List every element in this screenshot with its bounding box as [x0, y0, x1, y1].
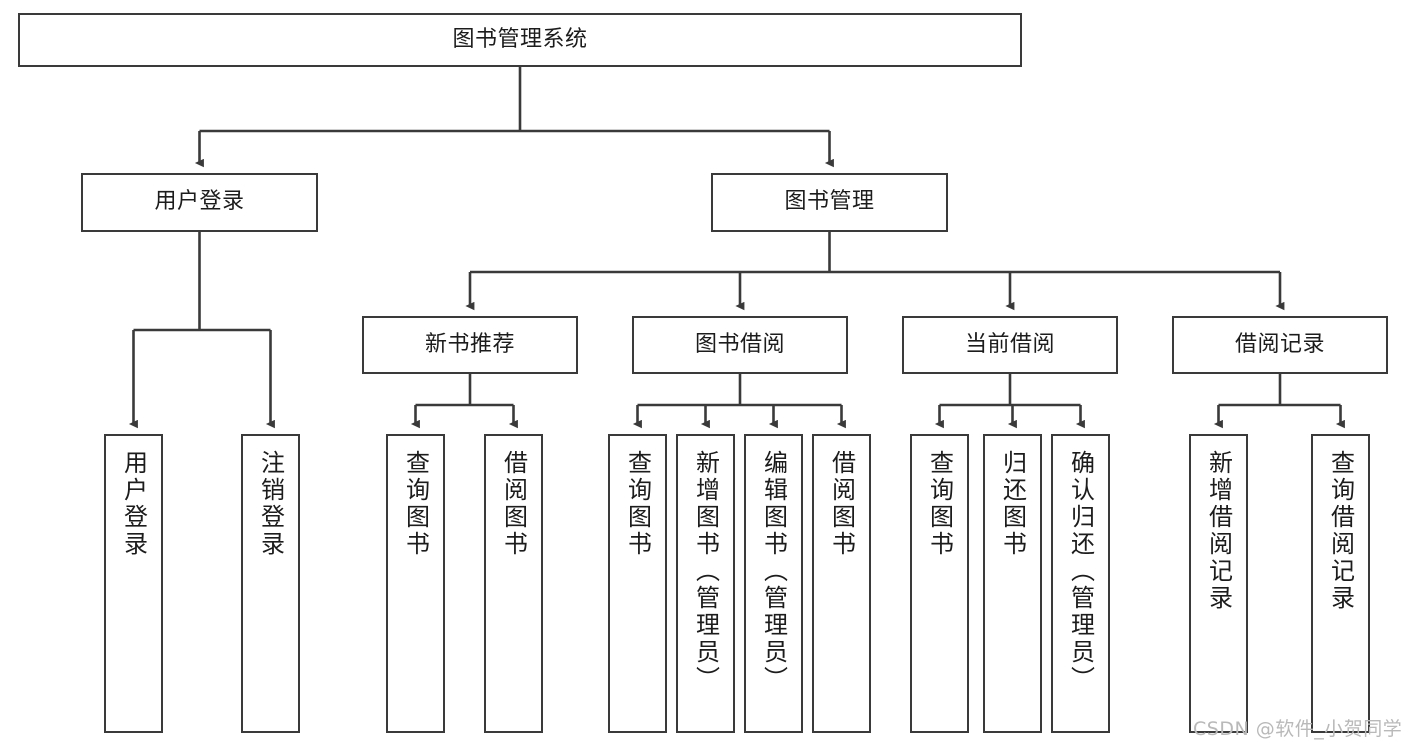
node-user-login-label: 用户登录 [154, 189, 245, 215]
node-book-borrow-label: 图书借阅 [694, 331, 785, 357]
leaf-edit-book-admin-label: 编辑图书（管理员） [759, 450, 788, 693]
leaf-borrow-book-recommend[interactable]: 借阅图书 [484, 434, 543, 733]
node-root[interactable]: 图书管理系统 [18, 13, 1022, 67]
leaf-logout-login-label: 注销登录 [256, 450, 285, 558]
node-book-management-label: 图书管理 [784, 189, 875, 215]
node-borrow-records-label: 借阅记录 [1234, 331, 1325, 357]
leaf-confirm-return-admin-label: 确认归还（管理员） [1066, 450, 1095, 693]
node-current-borrow[interactable]: 当前借阅 [902, 316, 1118, 374]
leaf-return-book-label: 归还图书 [998, 450, 1027, 558]
leaf-return-book[interactable]: 归还图书 [983, 434, 1042, 733]
leaf-add-borrow-record[interactable]: 新增借阅记录 [1189, 434, 1248, 733]
leaf-confirm-return-admin[interactable]: 确认归还（管理员） [1051, 434, 1110, 733]
node-new-book-recommendation[interactable]: 新书推荐 [362, 316, 578, 374]
leaf-query-book-recommend[interactable]: 查询图书 [386, 434, 445, 733]
node-book-management[interactable]: 图书管理 [711, 173, 948, 232]
leaf-query-book-current-label: 查询图书 [925, 450, 954, 558]
node-user-login[interactable]: 用户登录 [81, 173, 318, 232]
leaf-user-login-label: 用户登录 [119, 450, 148, 558]
leaf-borrow-book[interactable]: 借阅图书 [812, 434, 871, 733]
node-root-label: 图书管理系统 [452, 26, 588, 52]
leaf-logout-login[interactable]: 注销登录 [241, 434, 300, 733]
leaf-add-book-admin[interactable]: 新增图书（管理员） [676, 434, 735, 733]
node-current-borrow-label: 当前借阅 [964, 331, 1055, 357]
leaf-edit-book-admin[interactable]: 编辑图书（管理员） [744, 434, 803, 733]
leaf-borrow-book-recommend-label: 借阅图书 [499, 450, 528, 558]
leaf-query-book-current[interactable]: 查询图书 [910, 434, 969, 733]
csdn-watermark: CSDN @软件_小贺同学 [1193, 718, 1403, 740]
leaf-query-borrow-record[interactable]: 查询借阅记录 [1311, 434, 1370, 733]
leaf-query-book-borrow[interactable]: 查询图书 [608, 434, 667, 733]
node-new-book-recommendation-label: 新书推荐 [424, 331, 515, 357]
node-book-borrow[interactable]: 图书借阅 [632, 316, 848, 374]
leaf-query-book-borrow-label: 查询图书 [623, 450, 652, 558]
leaf-query-borrow-record-label: 查询借阅记录 [1326, 450, 1355, 612]
leaf-query-book-recommend-label: 查询图书 [401, 450, 430, 558]
leaf-add-book-admin-label: 新增图书（管理员） [691, 450, 720, 693]
node-borrow-records[interactable]: 借阅记录 [1172, 316, 1388, 374]
leaf-add-borrow-record-label: 新增借阅记录 [1204, 450, 1233, 612]
leaf-user-login[interactable]: 用户登录 [104, 434, 163, 733]
leaf-borrow-book-label: 借阅图书 [827, 450, 856, 558]
